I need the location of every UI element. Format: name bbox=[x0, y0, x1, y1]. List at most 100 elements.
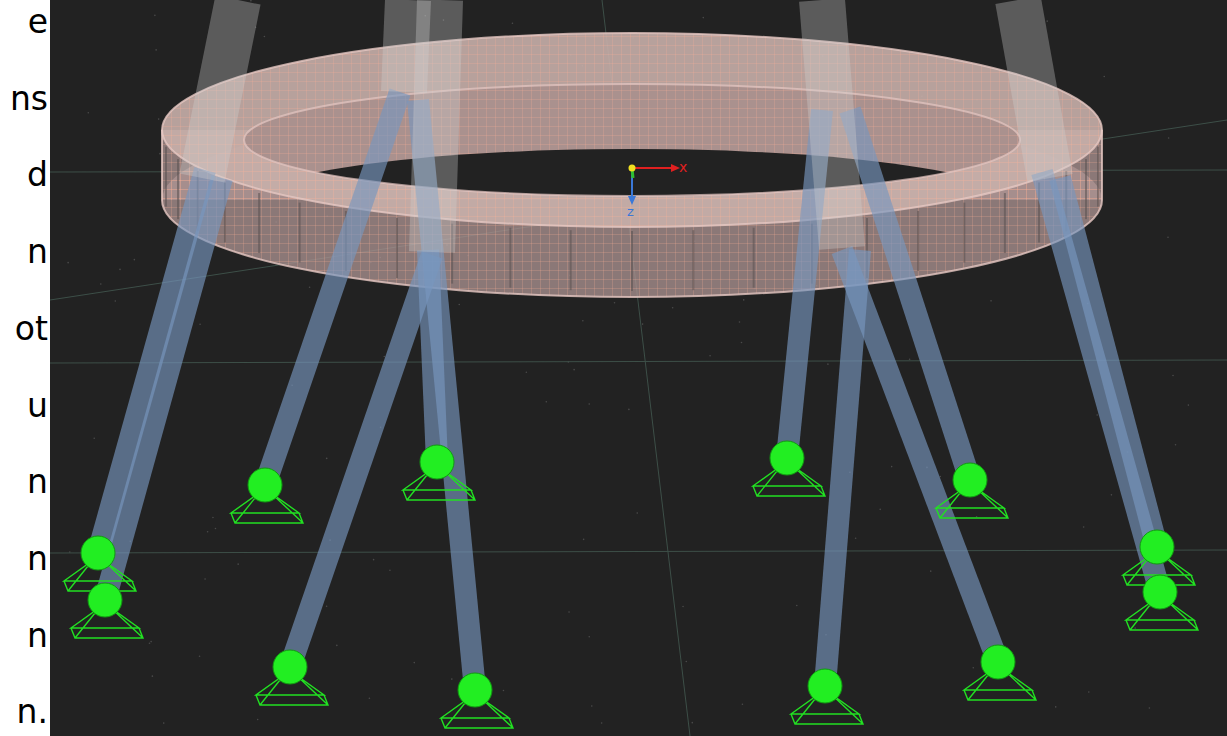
ring-beam bbox=[165, 147, 167, 207]
background-dot bbox=[672, 307, 674, 309]
background-dot bbox=[154, 15, 156, 17]
caption-fragment: d bbox=[0, 155, 48, 195]
axis-gizmo bbox=[631, 168, 633, 198]
background-dot bbox=[573, 369, 575, 371]
support-symbol bbox=[88, 583, 122, 617]
support-symbol bbox=[64, 441, 1198, 728]
support-symbol bbox=[936, 463, 1008, 518]
background-dot bbox=[88, 112, 90, 114]
support-symbol bbox=[441, 673, 513, 728]
support-symbol bbox=[231, 468, 303, 523]
background-dot bbox=[163, 722, 165, 724]
background-dot bbox=[369, 697, 371, 699]
support-symbol bbox=[964, 645, 1036, 700]
background-dot bbox=[614, 302, 616, 304]
support-symbol bbox=[403, 445, 475, 500]
support-symbol bbox=[791, 669, 863, 724]
strut-member bbox=[825, 250, 860, 686]
background-dot bbox=[1168, 137, 1170, 139]
ring-beam bbox=[753, 228, 755, 288]
background-dot bbox=[702, 17, 704, 19]
background-dot bbox=[1103, 76, 1105, 78]
support-symbol bbox=[71, 583, 143, 638]
background-dot bbox=[149, 642, 151, 644]
axis-gizmo bbox=[628, 196, 636, 205]
background-dot bbox=[855, 537, 857, 539]
background-dot bbox=[588, 636, 590, 638]
background-dot bbox=[336, 645, 338, 647]
background-dot bbox=[215, 528, 217, 530]
background-dot bbox=[588, 403, 590, 405]
ring-beam bbox=[631, 231, 633, 291]
background-dot bbox=[1175, 444, 1177, 446]
column-member bbox=[202, 0, 238, 178]
background-dot bbox=[451, 678, 453, 680]
ring-beam bbox=[1085, 159, 1087, 219]
background-dot bbox=[526, 371, 528, 373]
background-dot bbox=[503, 690, 505, 692]
support-symbol bbox=[808, 669, 842, 703]
viewport-ground bbox=[50, 0, 1227, 736]
support-symbol bbox=[753, 441, 825, 496]
background-dot bbox=[119, 269, 121, 271]
background-dot bbox=[1134, 627, 1136, 629]
support-symbol bbox=[1143, 575, 1177, 609]
background-dot bbox=[909, 358, 911, 360]
support-symbol bbox=[770, 441, 804, 475]
background-dot bbox=[709, 355, 711, 357]
ring-beam bbox=[162, 33, 1102, 227]
background-dot bbox=[591, 705, 593, 707]
background-dot bbox=[546, 401, 548, 403]
column-member bbox=[1018, 0, 1050, 178]
background-dot bbox=[583, 539, 585, 541]
axis-label: x bbox=[679, 159, 687, 176]
background-dot bbox=[212, 517, 214, 519]
column-member bbox=[202, 0, 1050, 252]
background-dot bbox=[67, 262, 69, 264]
background-dot bbox=[250, 0, 252, 1]
background-dot bbox=[207, 531, 209, 533]
background-dot bbox=[134, 259, 136, 261]
background-dot bbox=[1172, 375, 1174, 377]
background-dot bbox=[628, 409, 630, 411]
caption-fragment: n bbox=[0, 616, 48, 656]
background-dot bbox=[796, 605, 798, 607]
column-member bbox=[404, 0, 408, 92]
axis-gizmo bbox=[629, 165, 636, 172]
background-dot bbox=[326, 606, 328, 608]
background-dot bbox=[742, 703, 744, 705]
background-dot bbox=[114, 300, 116, 302]
background-dot bbox=[199, 323, 201, 325]
background-dot bbox=[512, 23, 514, 25]
grid-line bbox=[50, 360, 1227, 363]
background-dot bbox=[691, 722, 693, 724]
grid-line bbox=[50, 0, 1227, 736]
caption-fragment: u bbox=[0, 386, 48, 426]
ring-beam bbox=[177, 159, 179, 219]
strut-member bbox=[842, 250, 998, 662]
ring-beam bbox=[258, 193, 260, 253]
background-dot bbox=[1167, 236, 1169, 238]
ring-beam bbox=[1004, 193, 1006, 253]
background-dot bbox=[990, 300, 992, 302]
background-dot bbox=[158, 118, 160, 120]
column-member bbox=[432, 0, 440, 252]
ring-beam bbox=[1097, 147, 1099, 207]
background-dot bbox=[1149, 707, 1151, 709]
background-dot bbox=[458, 304, 460, 306]
background-dot bbox=[1188, 404, 1190, 406]
background-dot bbox=[642, 323, 644, 325]
background-dot bbox=[1088, 691, 1090, 693]
background-dot bbox=[972, 667, 974, 669]
background-dot bbox=[1111, 494, 1113, 496]
background-dot bbox=[93, 437, 95, 439]
axis-gizmo bbox=[628, 164, 680, 205]
background-dot bbox=[100, 283, 102, 285]
ring-beam bbox=[963, 203, 965, 263]
axis-gizmo bbox=[632, 167, 672, 169]
caption-fragment: n. bbox=[0, 692, 48, 732]
background-dot bbox=[685, 661, 687, 663]
support-symbol bbox=[64, 536, 136, 591]
background-dot bbox=[204, 578, 206, 580]
